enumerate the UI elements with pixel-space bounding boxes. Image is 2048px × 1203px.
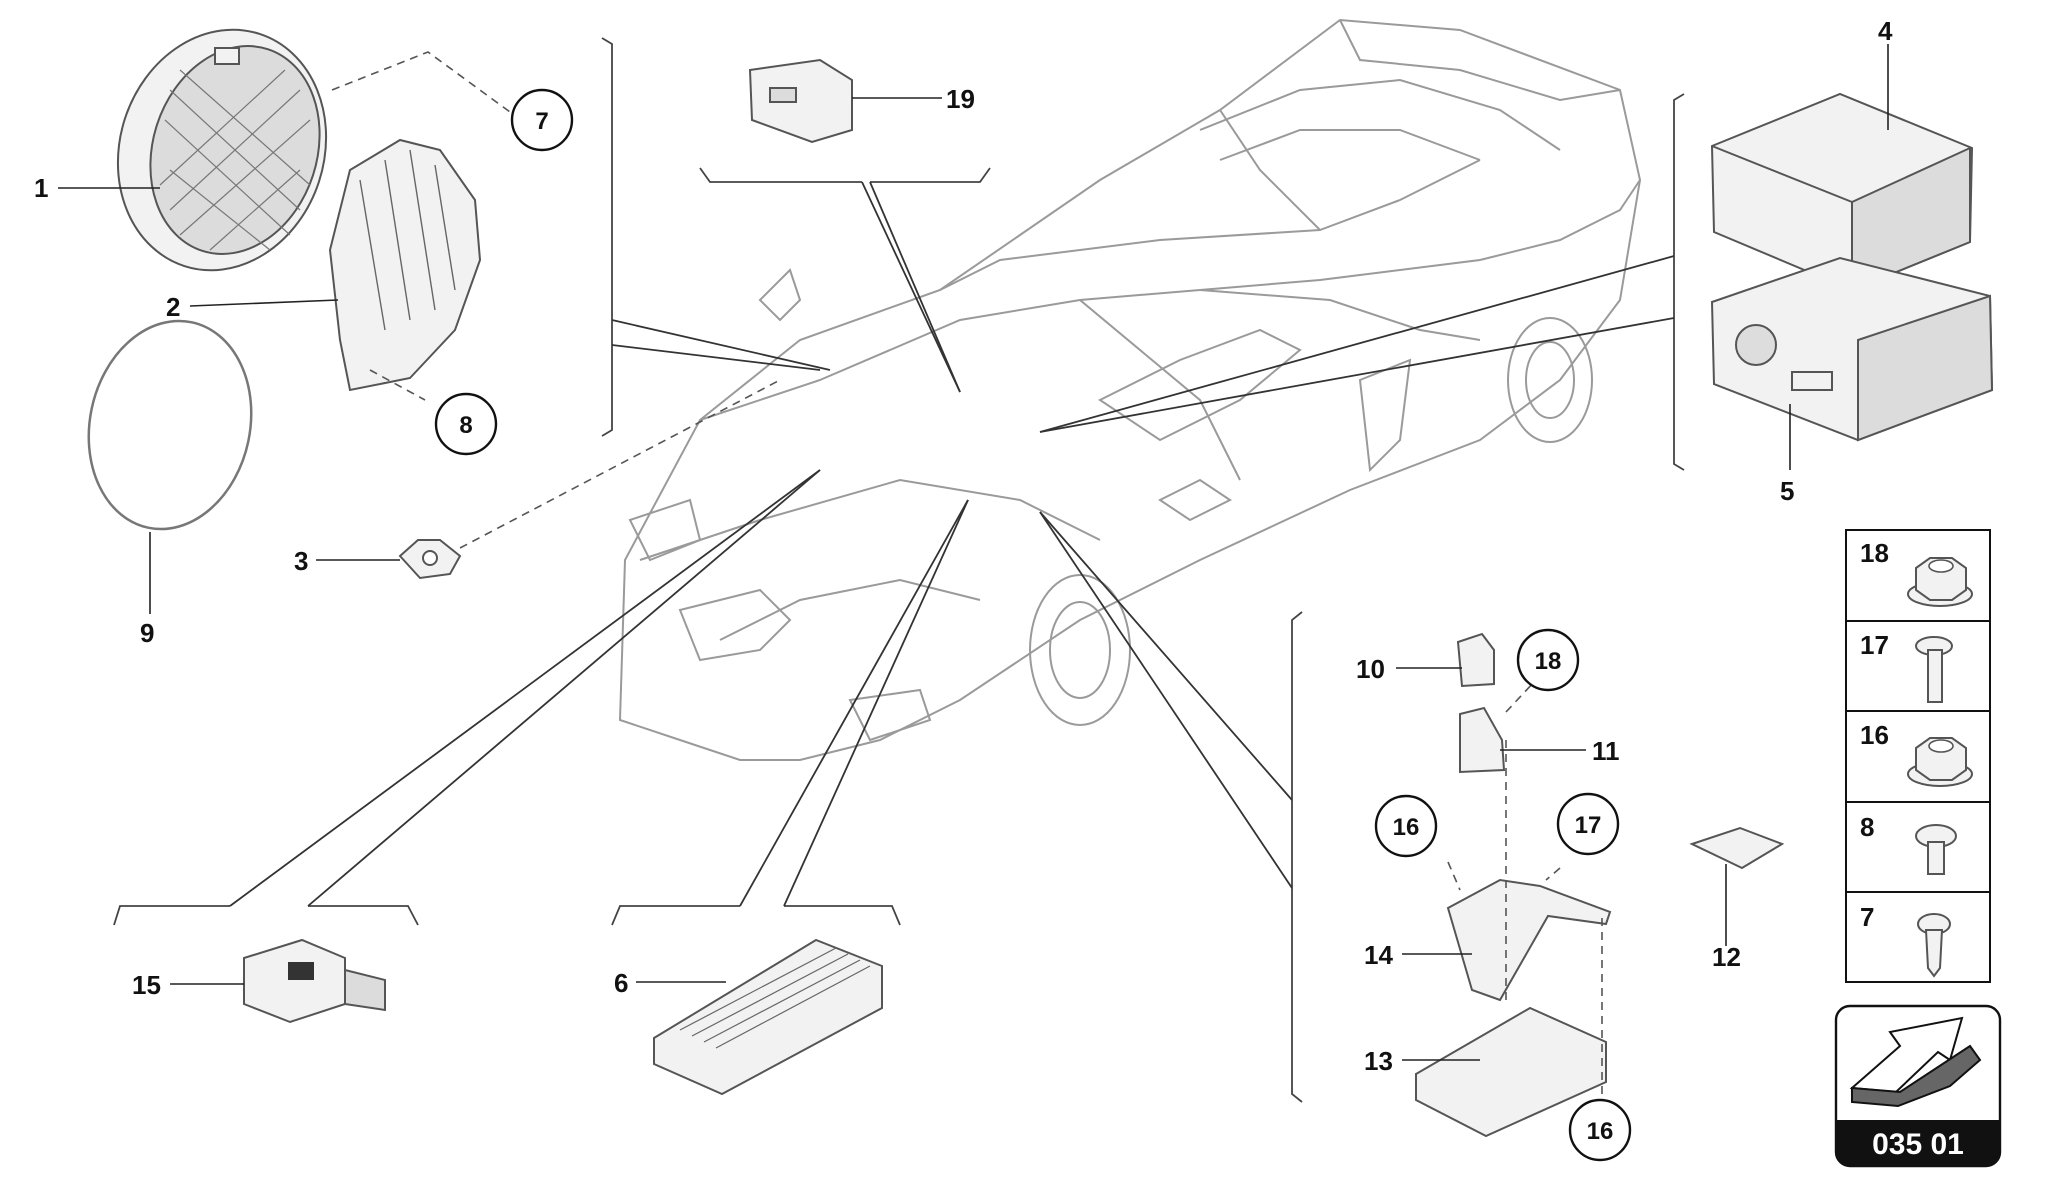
module-bracket-part-14[interactable] [1446, 878, 1612, 1002]
callout-2: 2 [166, 292, 180, 322]
long-screw-icon [1915, 636, 1953, 703]
callout-15: 15 [132, 970, 161, 1000]
circled-ref-16-bottom: 16 [1568, 1098, 1632, 1162]
circled-ref-7: 7 [510, 88, 574, 152]
leader-lines [58, 44, 1889, 1061]
callout-12: 12 [1712, 942, 1741, 972]
callout-6: 6 [614, 968, 628, 998]
callout-13: 13 [1364, 1046, 1393, 1076]
svg-text:7: 7 [535, 108, 548, 135]
disc-drive-unit-part[interactable] [1710, 256, 1994, 442]
callout-3: 3 [294, 546, 308, 576]
callout-4: 4 [1878, 16, 1893, 46]
svg-text:17: 17 [1575, 812, 1602, 839]
flange-nut-icon [1907, 557, 1973, 607]
circled-ref-17: 17 [1556, 792, 1620, 856]
legend-number-17: 17 [1860, 630, 1889, 660]
antenna-amplifier-part[interactable] [243, 938, 386, 1024]
legend-number-16: 16 [1860, 720, 1889, 750]
mount-bracket-part-11[interactable] [1459, 706, 1506, 774]
speaker-back-housing-part[interactable] [328, 138, 482, 392]
circled-ref-8: 8 [434, 392, 498, 456]
svg-text:16: 16 [1587, 1118, 1614, 1145]
legend-number-8: 8 [1860, 812, 1874, 842]
svg-text:8: 8 [459, 412, 472, 439]
svg-text:18: 18 [1535, 648, 1562, 675]
sensor-part-12[interactable] [1689, 826, 1785, 870]
short-screw-icon [1915, 824, 1957, 875]
clip-part[interactable] [398, 539, 462, 580]
flange-nut-icon [1907, 737, 1973, 787]
callout-10: 10 [1356, 654, 1385, 684]
callout-rays [229, 181, 1675, 907]
callout-19: 19 [946, 84, 975, 114]
callout-5: 5 [1780, 476, 1794, 506]
car-illustration [618, 18, 1642, 761]
callout-numbers: 1 2 3 4 5 6 9 10 11 12 13 14 15 19 [34, 16, 1893, 1076]
legend-number-7: 7 [1860, 902, 1874, 932]
diagram-code-badge: 035 01 [1834, 1004, 2002, 1168]
circled-ref-18: 18 [1516, 628, 1580, 692]
circled-references: 7 8 18 16 17 16 [434, 88, 1632, 1162]
control-module-part-13[interactable] [1415, 1006, 1607, 1138]
callout-11: 11 [1592, 736, 1620, 766]
circled-ref-16: 16 [1374, 794, 1438, 858]
svg-text:16: 16 [1393, 814, 1420, 841]
screw-icon [1917, 913, 1951, 978]
usb-connector-part[interactable] [748, 58, 853, 144]
fastener-legend: 18 17 16 8 7 [1845, 529, 1991, 983]
legend-number-18: 18 [1860, 538, 1889, 568]
speaker-grille-icon [159, 69, 311, 251]
radio-module-part[interactable] [1710, 92, 1974, 292]
callout-14: 14 [1364, 940, 1393, 970]
direction-arrow-icon [1849, 1016, 1982, 1108]
callout-9: 9 [140, 618, 154, 648]
seal-ring-part[interactable] [70, 306, 270, 545]
callout-1: 1 [34, 173, 48, 203]
cover-clip-part-10[interactable] [1456, 632, 1495, 688]
bracket-lines [113, 37, 1685, 1103]
audio-amplifier-part[interactable] [653, 938, 883, 1096]
diagram-code: 035 01 [1872, 1128, 1964, 1161]
speaker-part[interactable] [87, 2, 356, 297]
